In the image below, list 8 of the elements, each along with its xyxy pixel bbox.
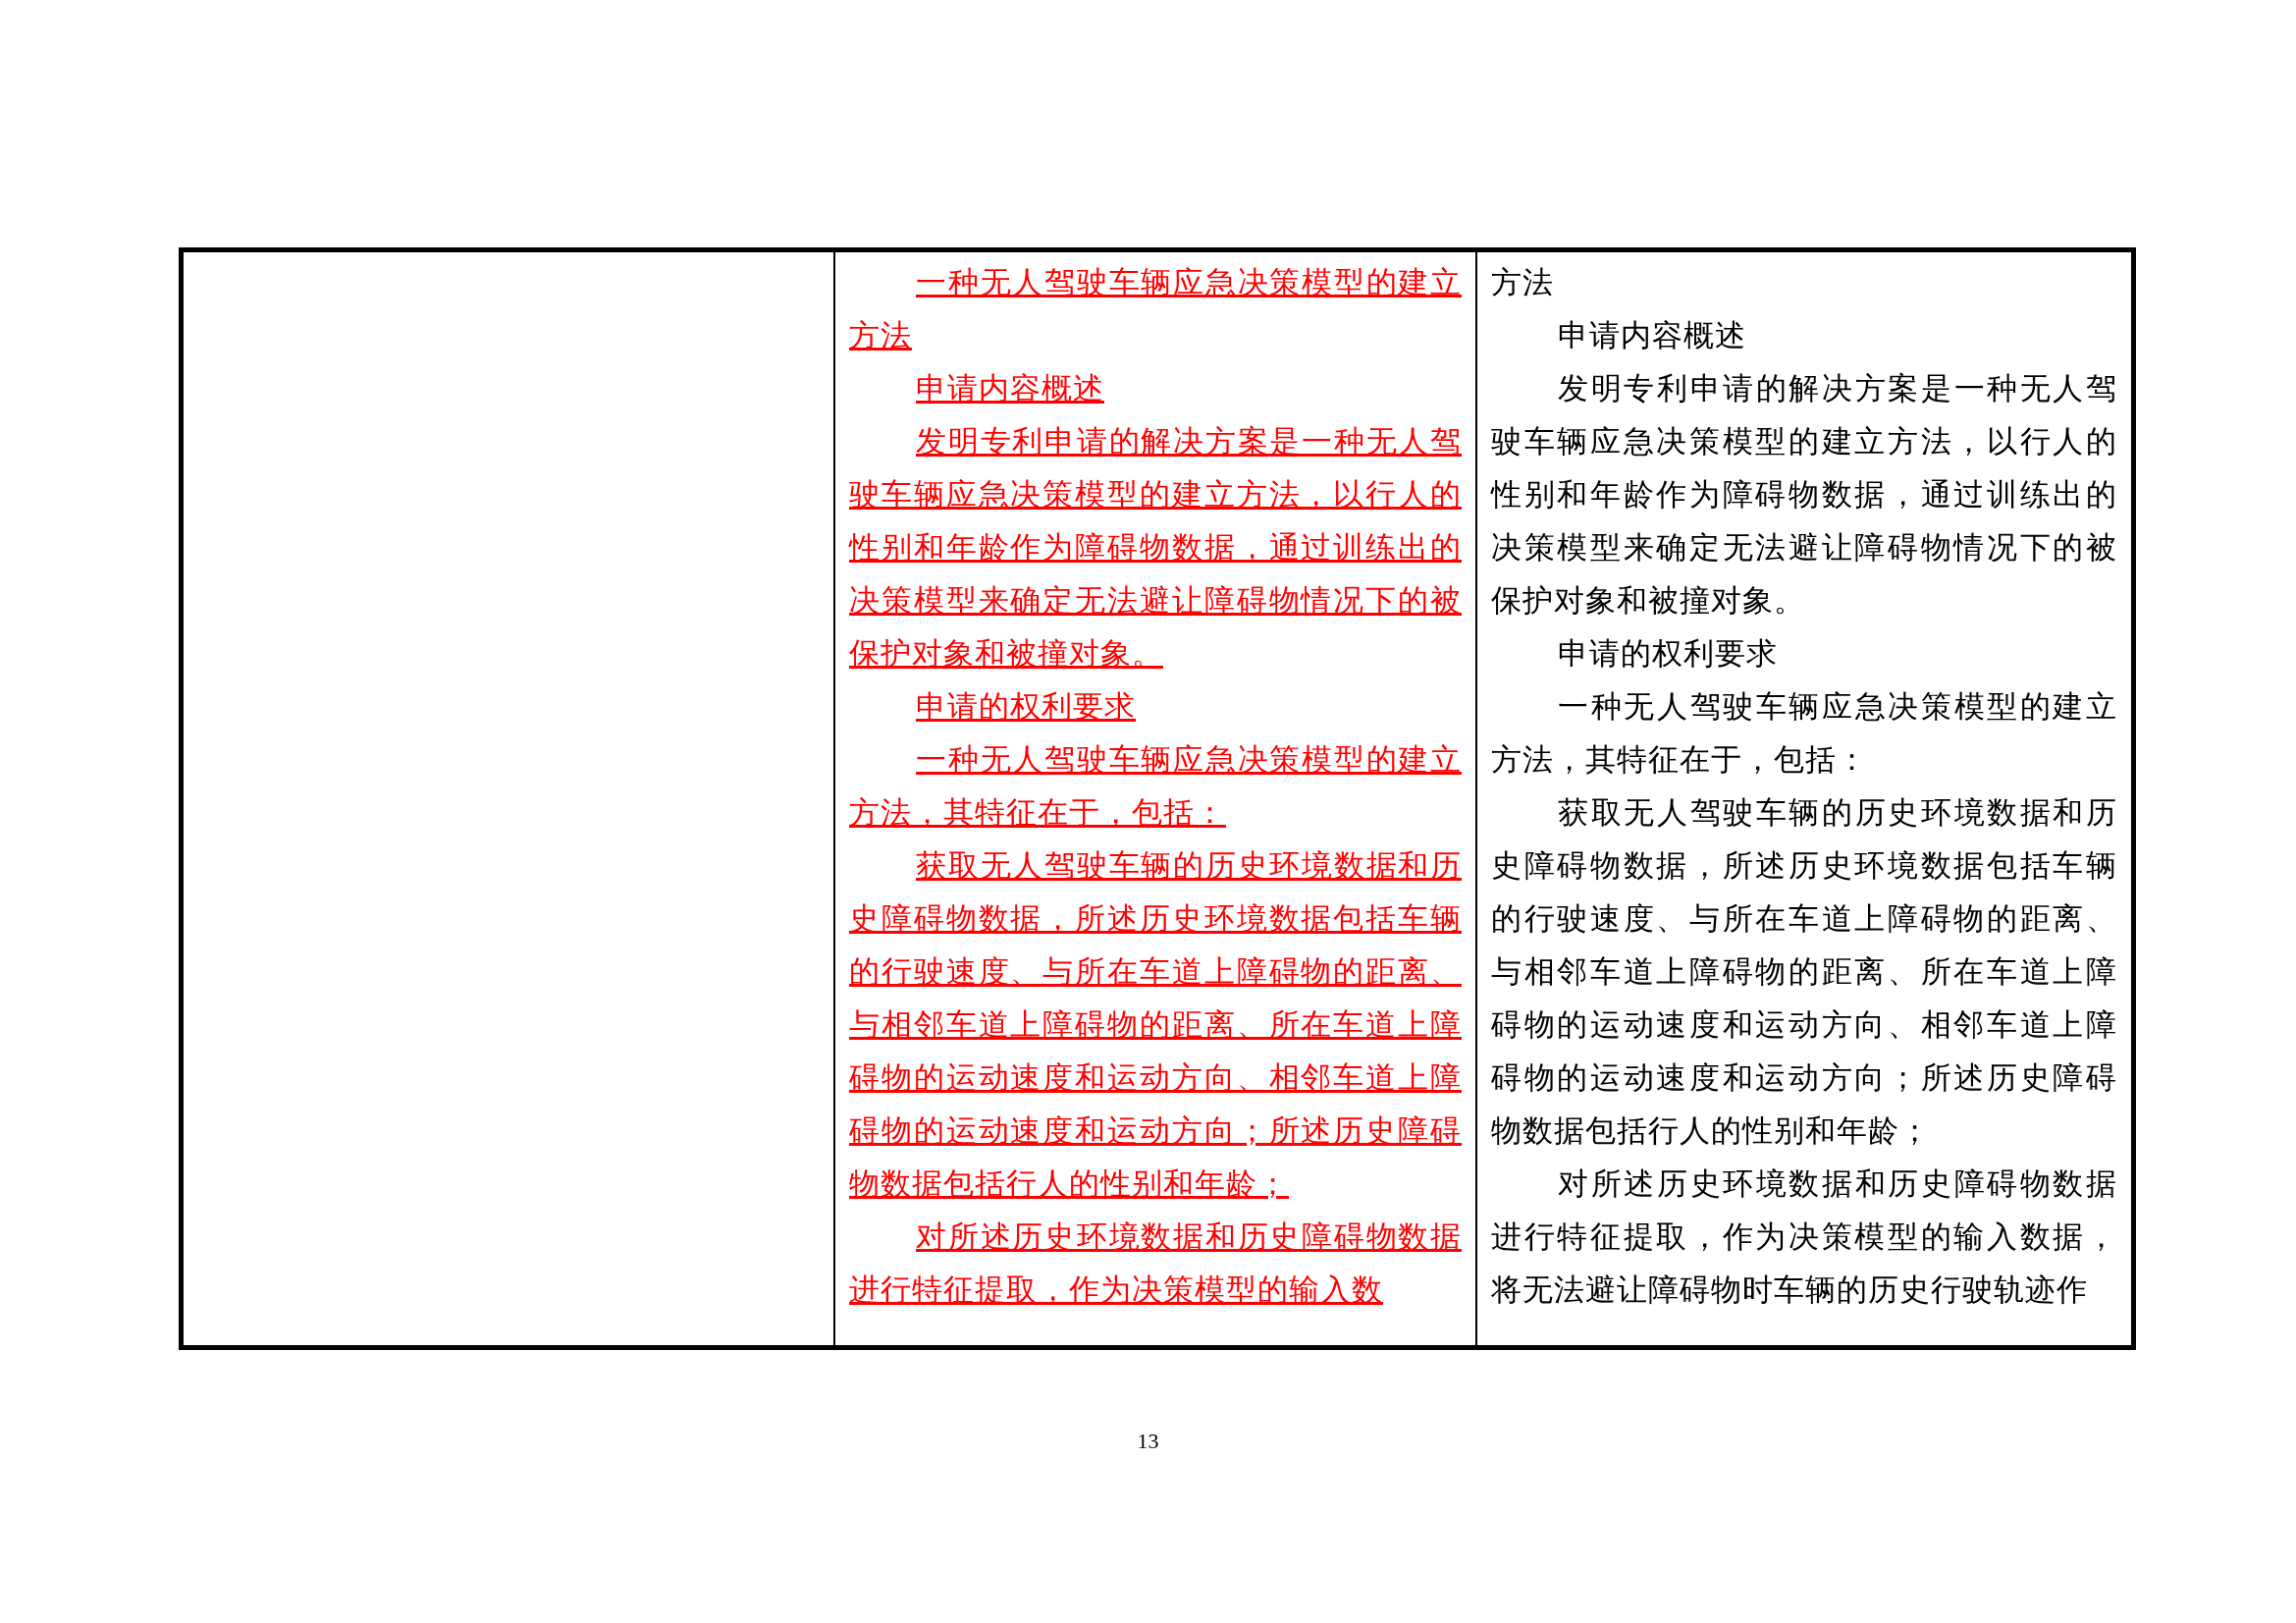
paragraph-text: 申请内容概述 [1557,317,1747,354]
paragraph-text: 获取无人驾驶车辆的历史环境数据和历史障碍物数据，所述历史环境数据包括车辆的行驶速度、与所在车道上障碍物的距离、与相邻车道上障碍物的距离、所在车道上障碍物的运动速度和运动方向、相邻车道上障碍物的运动速度和运动方向；所述历史障碍物数据包括行人的性别和年龄； [1491,794,2117,1150]
paragraph-text: 对所述历史环境数据和历史障碍物数据进行特征提取，作为决策模型的输入数据，将无法避让障碍物时车辆的历史行驶轨迹作 [1491,1165,2117,1309]
paragraph-text: 一种无人驾驶车辆应急决策模型的建立方法，其特征在于，包括： [1491,688,2117,779]
paragraph-text: 方法 [1491,264,1555,301]
page-number: 13 [1136,1429,1160,1454]
paragraph-text: 申请的权利要求 [1557,635,1779,673]
paragraph-text: 发明专利申请的解决方案是一种无人驾驶车辆应急决策模型的建立方法，以行人的性别和年龄作为障碍物数据，通过训练出的决策模型来确定无法避让障碍物情况下的被保护对象和被撞对象。 [1491,370,2117,620]
